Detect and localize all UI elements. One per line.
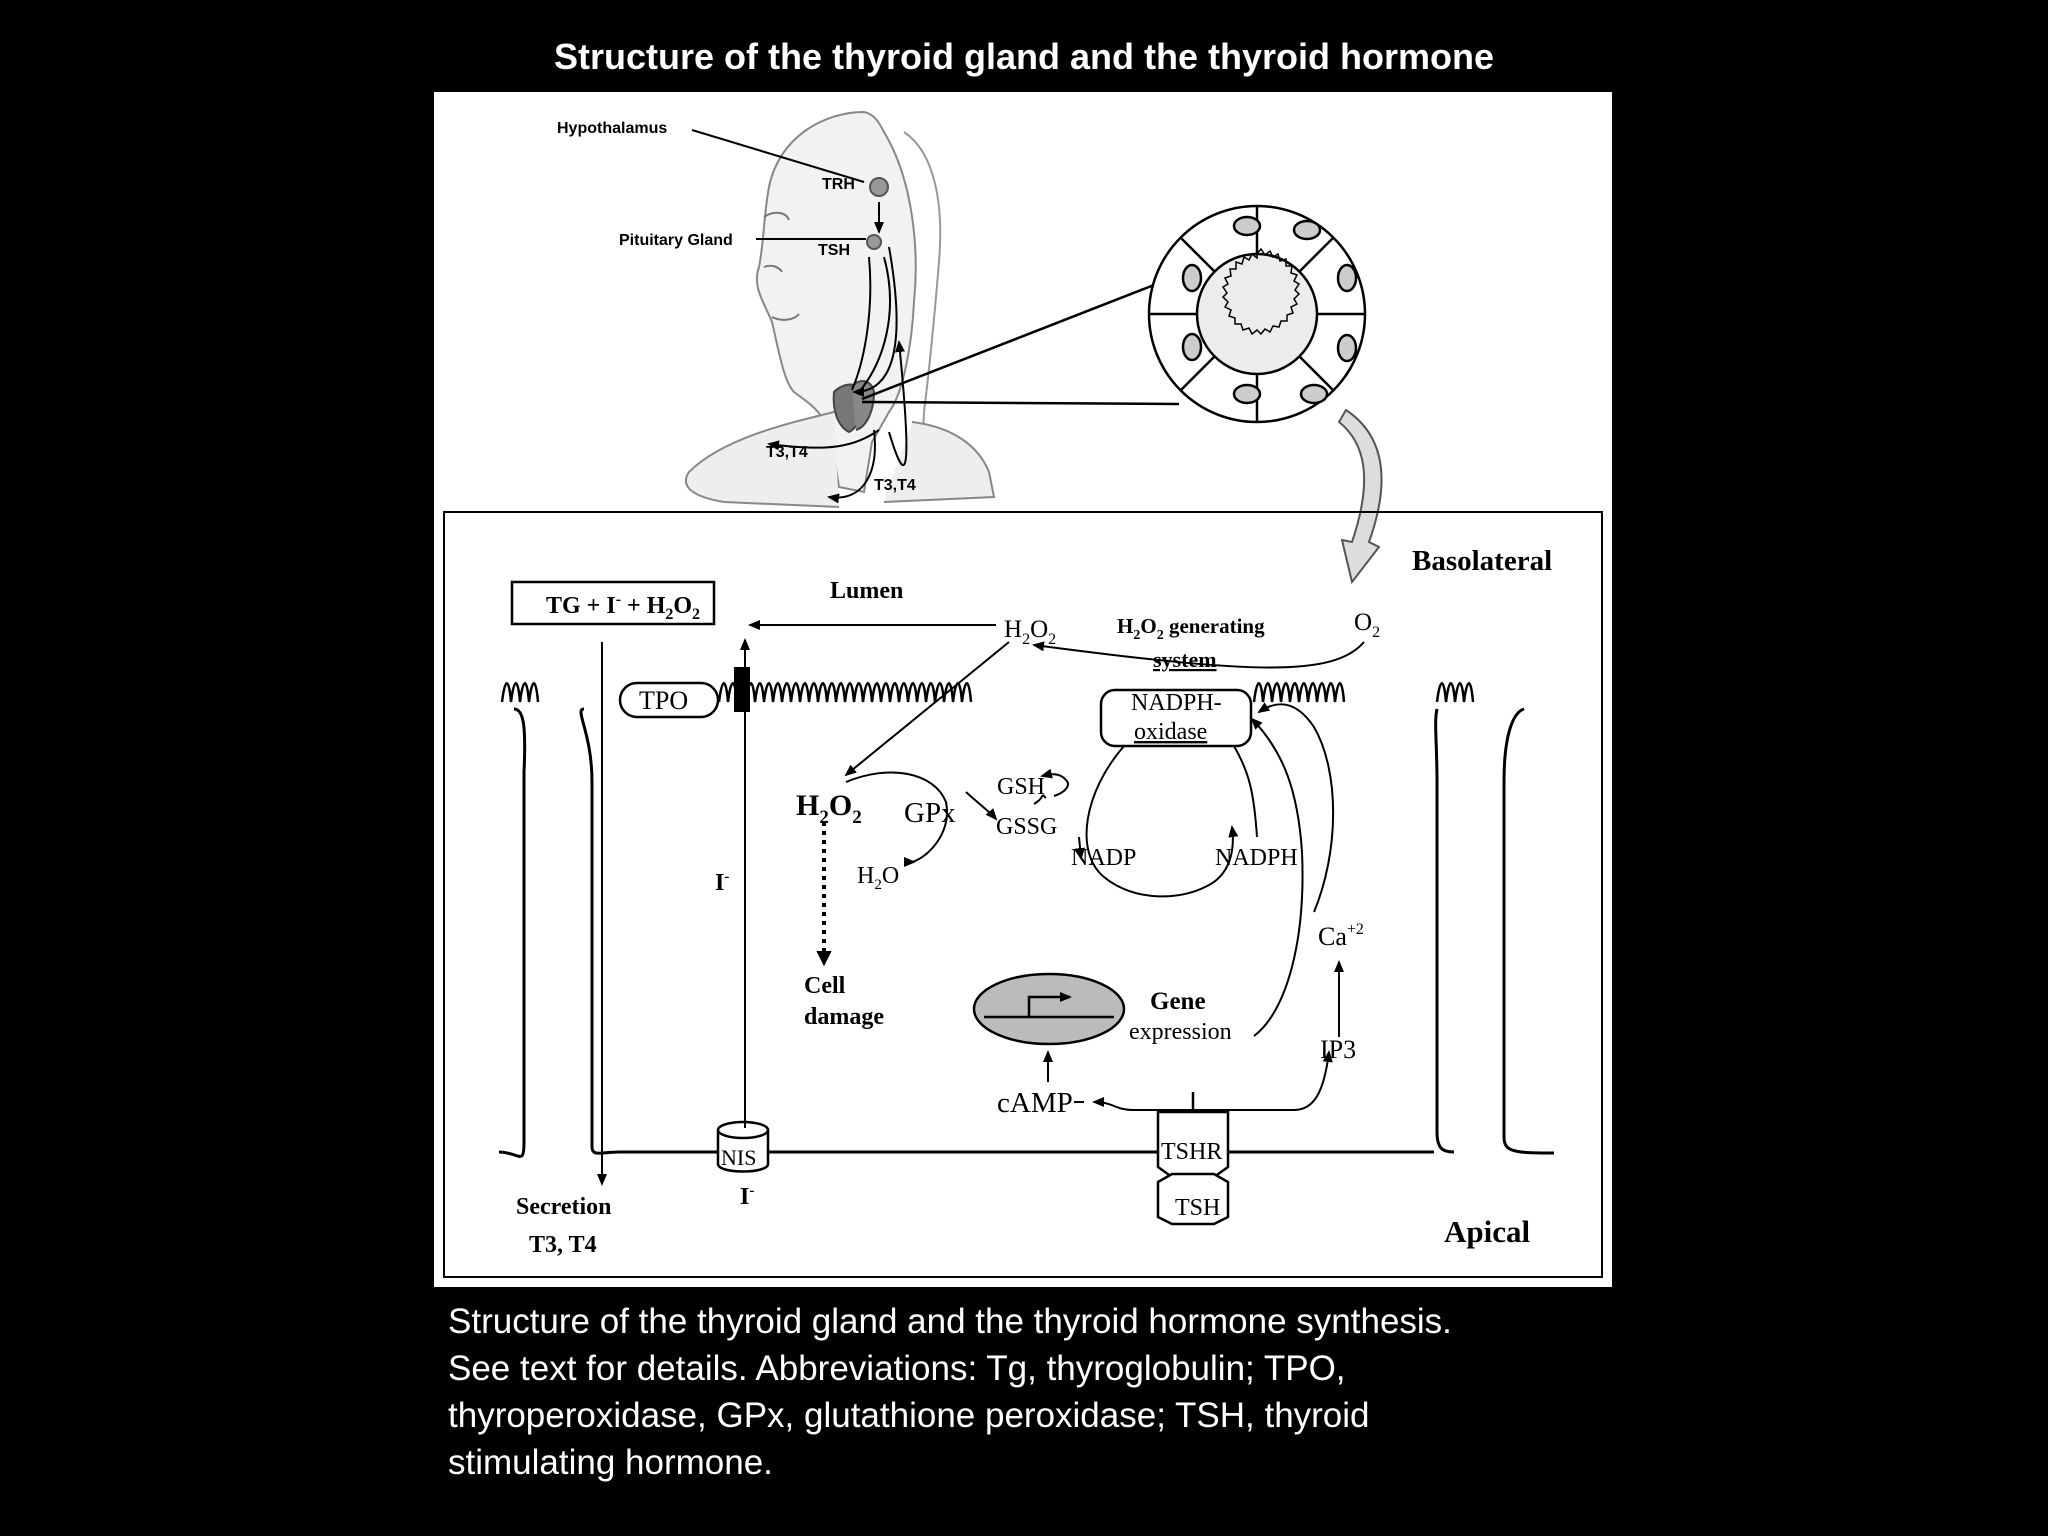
pituitary-gland-label: Pituitary Gland — [619, 232, 733, 249]
zoom-line-bottom — [861, 400, 1180, 406]
microvilli-far-right — [1435, 682, 1475, 703]
tpo-enzyme — [618, 681, 720, 719]
t3t4-right-label: T3,T4 — [874, 477, 916, 494]
basolateral-label: Basolateral — [1412, 545, 1552, 577]
head-illustration — [684, 110, 996, 508]
camp-label: cAMP — [997, 1087, 1073, 1119]
tsh-ligand — [1156, 1172, 1230, 1226]
microvilli-left — [500, 682, 540, 703]
hypothalamus-label: Hypothalamus — [557, 120, 667, 137]
apical-label: Apical — [1444, 1214, 1531, 1249]
iodide-blood-label: I- — [740, 1183, 754, 1210]
nadph-oxidase-label-1: NADPH- — [1131, 690, 1222, 716]
tg-reaction-box — [510, 580, 716, 626]
slide-title: Structure of the thyroid gland and the t… — [553, 36, 1494, 77]
figure-panel: Hypothalamus TRH Pituitary Gland TSH T3,… — [434, 92, 1612, 1287]
pathway-arrows — [597, 620, 1365, 1186]
tsh-cell-label: TSH — [1175, 1195, 1220, 1221]
lumen-label: Lumen — [830, 578, 903, 604]
tsh-head-label: TSH — [818, 242, 850, 259]
nucleus — [972, 972, 1126, 1046]
iodide-cell-label: I- — [715, 869, 729, 896]
cell-membranes — [498, 707, 1555, 1158]
caption-line-4: stimulating hormone. — [448, 1443, 773, 1482]
secretion-label-1: Secretion — [516, 1194, 612, 1220]
h2o2-lumen-label: H2O2 — [1004, 616, 1056, 648]
o2-label: O2 — [1354, 609, 1380, 641]
h2o2-generating-label: H2O2 generating — [1117, 614, 1265, 643]
h2o2-cell-label: H2O2 — [796, 789, 862, 828]
follicle-illustration — [1147, 204, 1367, 424]
tpo-pore — [734, 667, 750, 712]
secretion-label-2: T3, T4 — [529, 1232, 597, 1258]
calcium-label: Ca+2 — [1318, 921, 1364, 951]
thyroid-diagram: Hypothalamus TRH Pituitary Gland TSH T3,… — [443, 110, 1603, 1278]
gene-label-1: Gene — [1150, 988, 1206, 1015]
nis-label: NIS — [721, 1145, 756, 1170]
t3t4-left-label: T3,T4 — [766, 444, 808, 461]
gssg-label: GSSG — [996, 814, 1057, 840]
gsh-label: GSH — [997, 774, 1045, 800]
cell-damage-label-1: Cell — [804, 973, 846, 999]
nadph-label: NADPH — [1215, 845, 1298, 871]
tg-reaction-label: TG + I- + H2O2 — [546, 591, 700, 623]
zoom-curved-arrow — [1337, 408, 1383, 585]
figure-caption: Structure of the thyroid gland and the t… — [448, 1298, 1628, 1486]
trh-label: TRH — [822, 176, 855, 193]
caption-line-2: See text for details. Abbreviations: Tg,… — [448, 1349, 1346, 1388]
h2o-label: H2O — [857, 863, 899, 893]
cell-damage-label-2: damage — [804, 1004, 884, 1030]
nadph-oxidase-label-2: oxidase — [1134, 719, 1207, 745]
cell-panel-frame — [443, 511, 1603, 1278]
nis-transporter — [716, 1130, 770, 1173]
gpx-label: GPx — [904, 797, 956, 829]
microvilli-right — [1252, 682, 1346, 703]
caption-line-3: thyroperoxidase, GPx, glutathione peroxi… — [448, 1396, 1370, 1435]
ip3-label: IP3 — [1320, 1035, 1356, 1064]
caption-line-1: Structure of the thyroid gland and the t… — [448, 1302, 1452, 1341]
gene-label-2: expression — [1129, 1019, 1232, 1045]
tshr-label: TSHR — [1161, 1139, 1222, 1165]
tpo-label: TPO — [639, 686, 688, 715]
microvilli-center — [717, 682, 973, 703]
zoom-line-top — [861, 283, 1155, 401]
